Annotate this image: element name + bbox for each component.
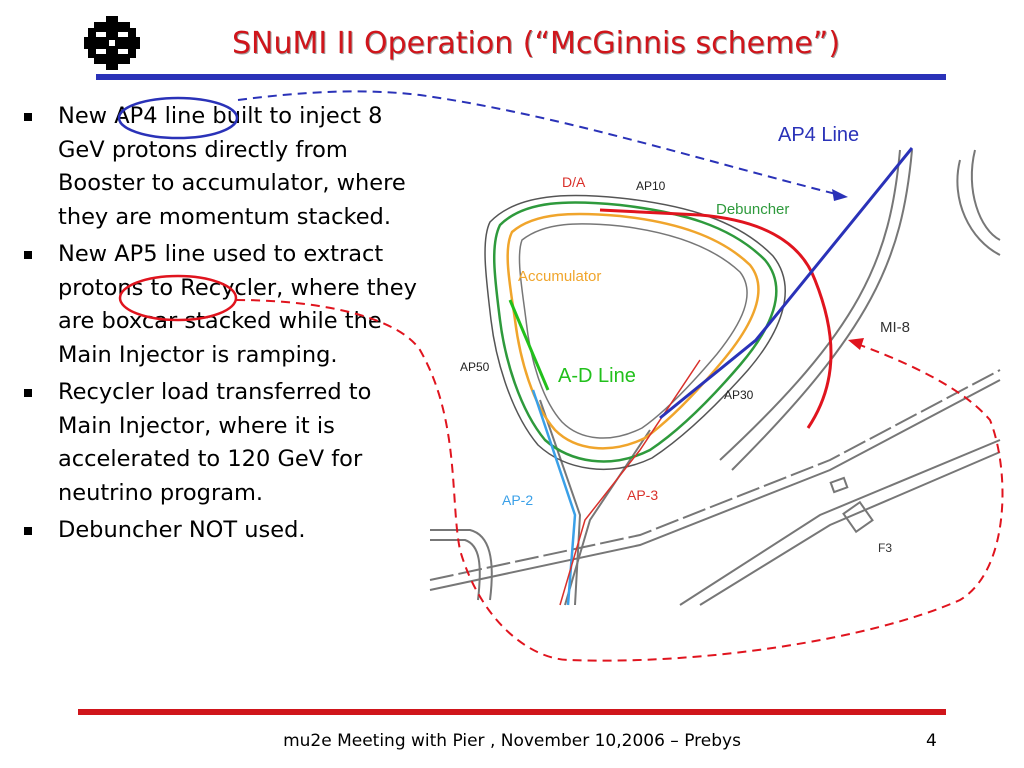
bullet-item: New AP4 line built to inject 8 GeV proto… bbox=[20, 100, 420, 234]
bullet-list: New AP4 line built to inject 8 GeV proto… bbox=[20, 100, 420, 552]
lower-beamline-inner bbox=[699, 451, 1001, 606]
fermilab-logo-icon bbox=[84, 16, 140, 70]
ap3-line-path bbox=[559, 359, 701, 606]
label-ap30: AP30 bbox=[724, 388, 754, 402]
label-da: D/A bbox=[562, 174, 586, 190]
label-ap10: AP10 bbox=[636, 179, 666, 193]
debuncher-ring-outer bbox=[484, 194, 786, 470]
top-divider bbox=[96, 74, 946, 80]
accumulator-ring-inner bbox=[518, 223, 748, 439]
label-mi8: MI-8 bbox=[880, 319, 910, 336]
label-ap3: AP-3 bbox=[627, 487, 658, 503]
tevatron-arc bbox=[956, 159, 1001, 256]
booster-stub bbox=[430, 529, 493, 601]
ap5-highlight-ellipse bbox=[118, 274, 238, 322]
bullet-item: Debuncher NOT used. bbox=[20, 514, 420, 548]
slide-footer: mu2e Meeting with Pier , November 10,200… bbox=[283, 731, 741, 751]
debuncher-ring bbox=[492, 201, 778, 463]
label-accumulator: Accumulator bbox=[518, 268, 601, 285]
page-number: 4 bbox=[926, 731, 937, 751]
label-ap4-line: AP4 Line bbox=[778, 124, 859, 146]
ap4-line-path bbox=[659, 147, 914, 420]
label-ap50: AP50 bbox=[460, 360, 490, 374]
lower-beamline bbox=[679, 439, 1001, 606]
tevatron-arc-inner bbox=[970, 149, 1001, 241]
main-injector-arc-inner bbox=[429, 369, 1001, 581]
ap3-guide bbox=[564, 429, 651, 606]
ap4-dashed-connector bbox=[237, 90, 841, 196]
main-injector-arc bbox=[429, 379, 1001, 591]
bullet-item: Recycler load transferred to Main Inject… bbox=[20, 376, 420, 510]
accumulator-ring bbox=[506, 212, 760, 450]
bottom-divider bbox=[78, 709, 946, 715]
ap5-arrowhead bbox=[848, 338, 864, 350]
ap5-line-path bbox=[599, 208, 833, 429]
ad-line-path bbox=[508, 299, 550, 391]
label-debuncher: Debuncher bbox=[716, 201, 789, 218]
booster-stub-inner bbox=[430, 539, 481, 601]
mi8-line-inner bbox=[731, 149, 913, 471]
mi-box bbox=[829, 476, 849, 494]
slide-title: SNuMI II Operation (“McGinnis scheme”) bbox=[231, 26, 841, 61]
ap4-arrowhead bbox=[832, 189, 848, 201]
ap2-guide bbox=[539, 399, 582, 606]
ap2-line-path bbox=[531, 389, 577, 606]
label-ad-line: A-D Line bbox=[558, 365, 636, 387]
label-f3: F3 bbox=[878, 541, 892, 555]
mi8-line bbox=[719, 149, 901, 461]
ap4-highlight-ellipse bbox=[117, 96, 239, 140]
label-ap2: AP-2 bbox=[502, 492, 533, 508]
ap5-dashed-connector bbox=[235, 299, 1004, 662]
f3-building bbox=[842, 500, 874, 534]
